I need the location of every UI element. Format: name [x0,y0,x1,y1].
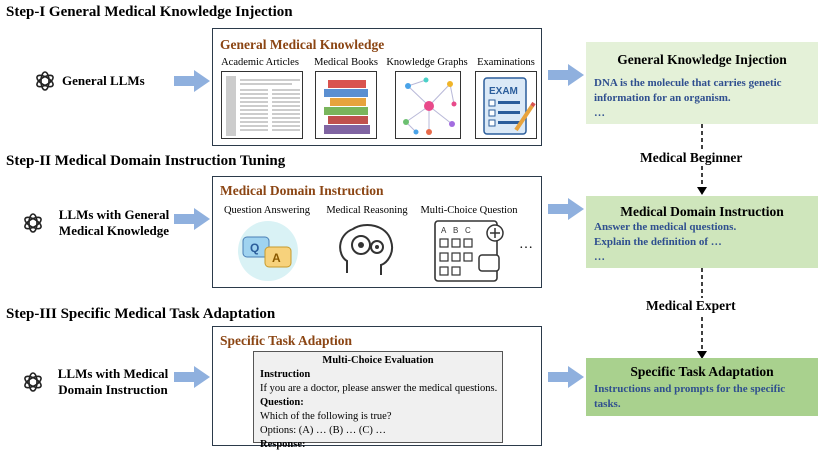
llm-label: General LLMs [62,73,145,88]
question-answering-icon: Q A [229,219,307,283]
column-label: Multi-Choice Question [420,205,518,216]
svg-text:A: A [441,226,447,235]
question-text: Which of the following is true? [260,411,392,422]
output-line: information for an organism. [594,92,731,104]
output-line: DNA is the molecule that carries genetic [594,77,782,89]
output-line: … [594,251,605,263]
stage-label: Medical Expert [642,298,740,314]
column-label: Medical Reasoning [326,205,408,216]
svg-text:Q: Q [250,241,259,255]
llm-label: LLMs with Medical Domain Instruction [57,366,169,397]
output-box-general: General Knowledge Injection DNA is the m… [586,42,818,124]
column-label: Question Answering [223,205,311,216]
output-title: Medical Domain Instruction [620,204,784,219]
output-title: General Knowledge Injection [617,52,787,67]
right-arrow-icon [174,70,210,92]
medical-reasoning-icon [329,217,405,283]
medical-books-icon [315,71,377,139]
right-arrow-icon [548,366,584,388]
output-line: … [594,107,605,119]
response-label: Response: [260,439,306,450]
llm-block-2: LLMs with General Medical Knowledge [22,207,178,239]
panel-title: Medical Domain Instruction [220,183,384,198]
eval-title: Multi-Choice Evaluation [322,355,434,366]
instruction-label: Instruction [260,369,311,380]
step-1-title: Step-I General Medical Knowledge Injecti… [6,4,293,20]
options-text: Options: (A) … (B) … (C) … [260,425,386,436]
multi-choice-eval-box: Multi-Choice Evaluation Instruction If y… [253,351,503,450]
column-label: Knowledge Graphs [386,57,468,68]
right-arrow-icon [548,198,584,220]
general-knowledge-panel: General Medical Knowledge Academic Artic… [212,28,542,146]
more-ellipsis: … [519,237,533,252]
openai-logo-icon [36,71,54,91]
question-label: Question: [260,397,304,408]
output-title: Specific Task Adaptation [630,364,774,379]
llm-block-1: General LLMs [34,70,145,92]
right-arrow-icon [548,64,584,86]
stage-connector [697,268,707,359]
svg-text:A: A [272,251,281,265]
llm-block-3: LLMs with Medical Domain Instruction [22,366,176,398]
step-2-title: Step-II Medical Domain Instruction Tunin… [6,153,286,169]
domain-instruction-panel: Medical Domain Instruction Question Answ… [212,176,542,288]
stage-label: Medical Beginner [636,150,747,166]
output-box-domain: Medical Domain Instruction Answer the me… [586,196,818,268]
svg-text:C: C [465,226,471,235]
output-line: Instructions and prompts for the specifi… [594,383,786,395]
instruction-text: If you are a doctor, please answer the m… [260,383,498,394]
svg-text:B: B [453,226,458,235]
llm-label: LLMs with General Medical Knowledge [58,207,170,238]
right-arrow-icon [174,208,210,230]
column-label: Medical Books [314,57,378,68]
column-label: Academic Articles [221,57,299,68]
panel-title: General Medical Knowledge [220,37,385,52]
output-line: Answer the medical questions. [594,221,737,233]
right-arrow-icon [174,366,210,388]
step-3-title: Step-III Specific Medical Task Adaptatio… [6,306,276,322]
exam-icon: EXAM [475,71,537,139]
openai-logo-icon [24,213,42,233]
output-line: tasks. [594,398,621,410]
knowledge-graph-icon [395,71,461,139]
output-box-task: Specific Task Adaptation Instructions an… [586,358,818,416]
svg-text:EXAM: EXAM [489,86,518,97]
output-line: Explain the definition of … [594,236,722,248]
openai-logo-icon [24,372,42,392]
column-label: Examinations [477,57,535,68]
academic-article-icon [221,71,303,139]
task-adaption-panel: Specific Task Adaption Multi-Choice Eval… [212,326,542,450]
panel-title: Specific Task Adaption [220,333,353,348]
